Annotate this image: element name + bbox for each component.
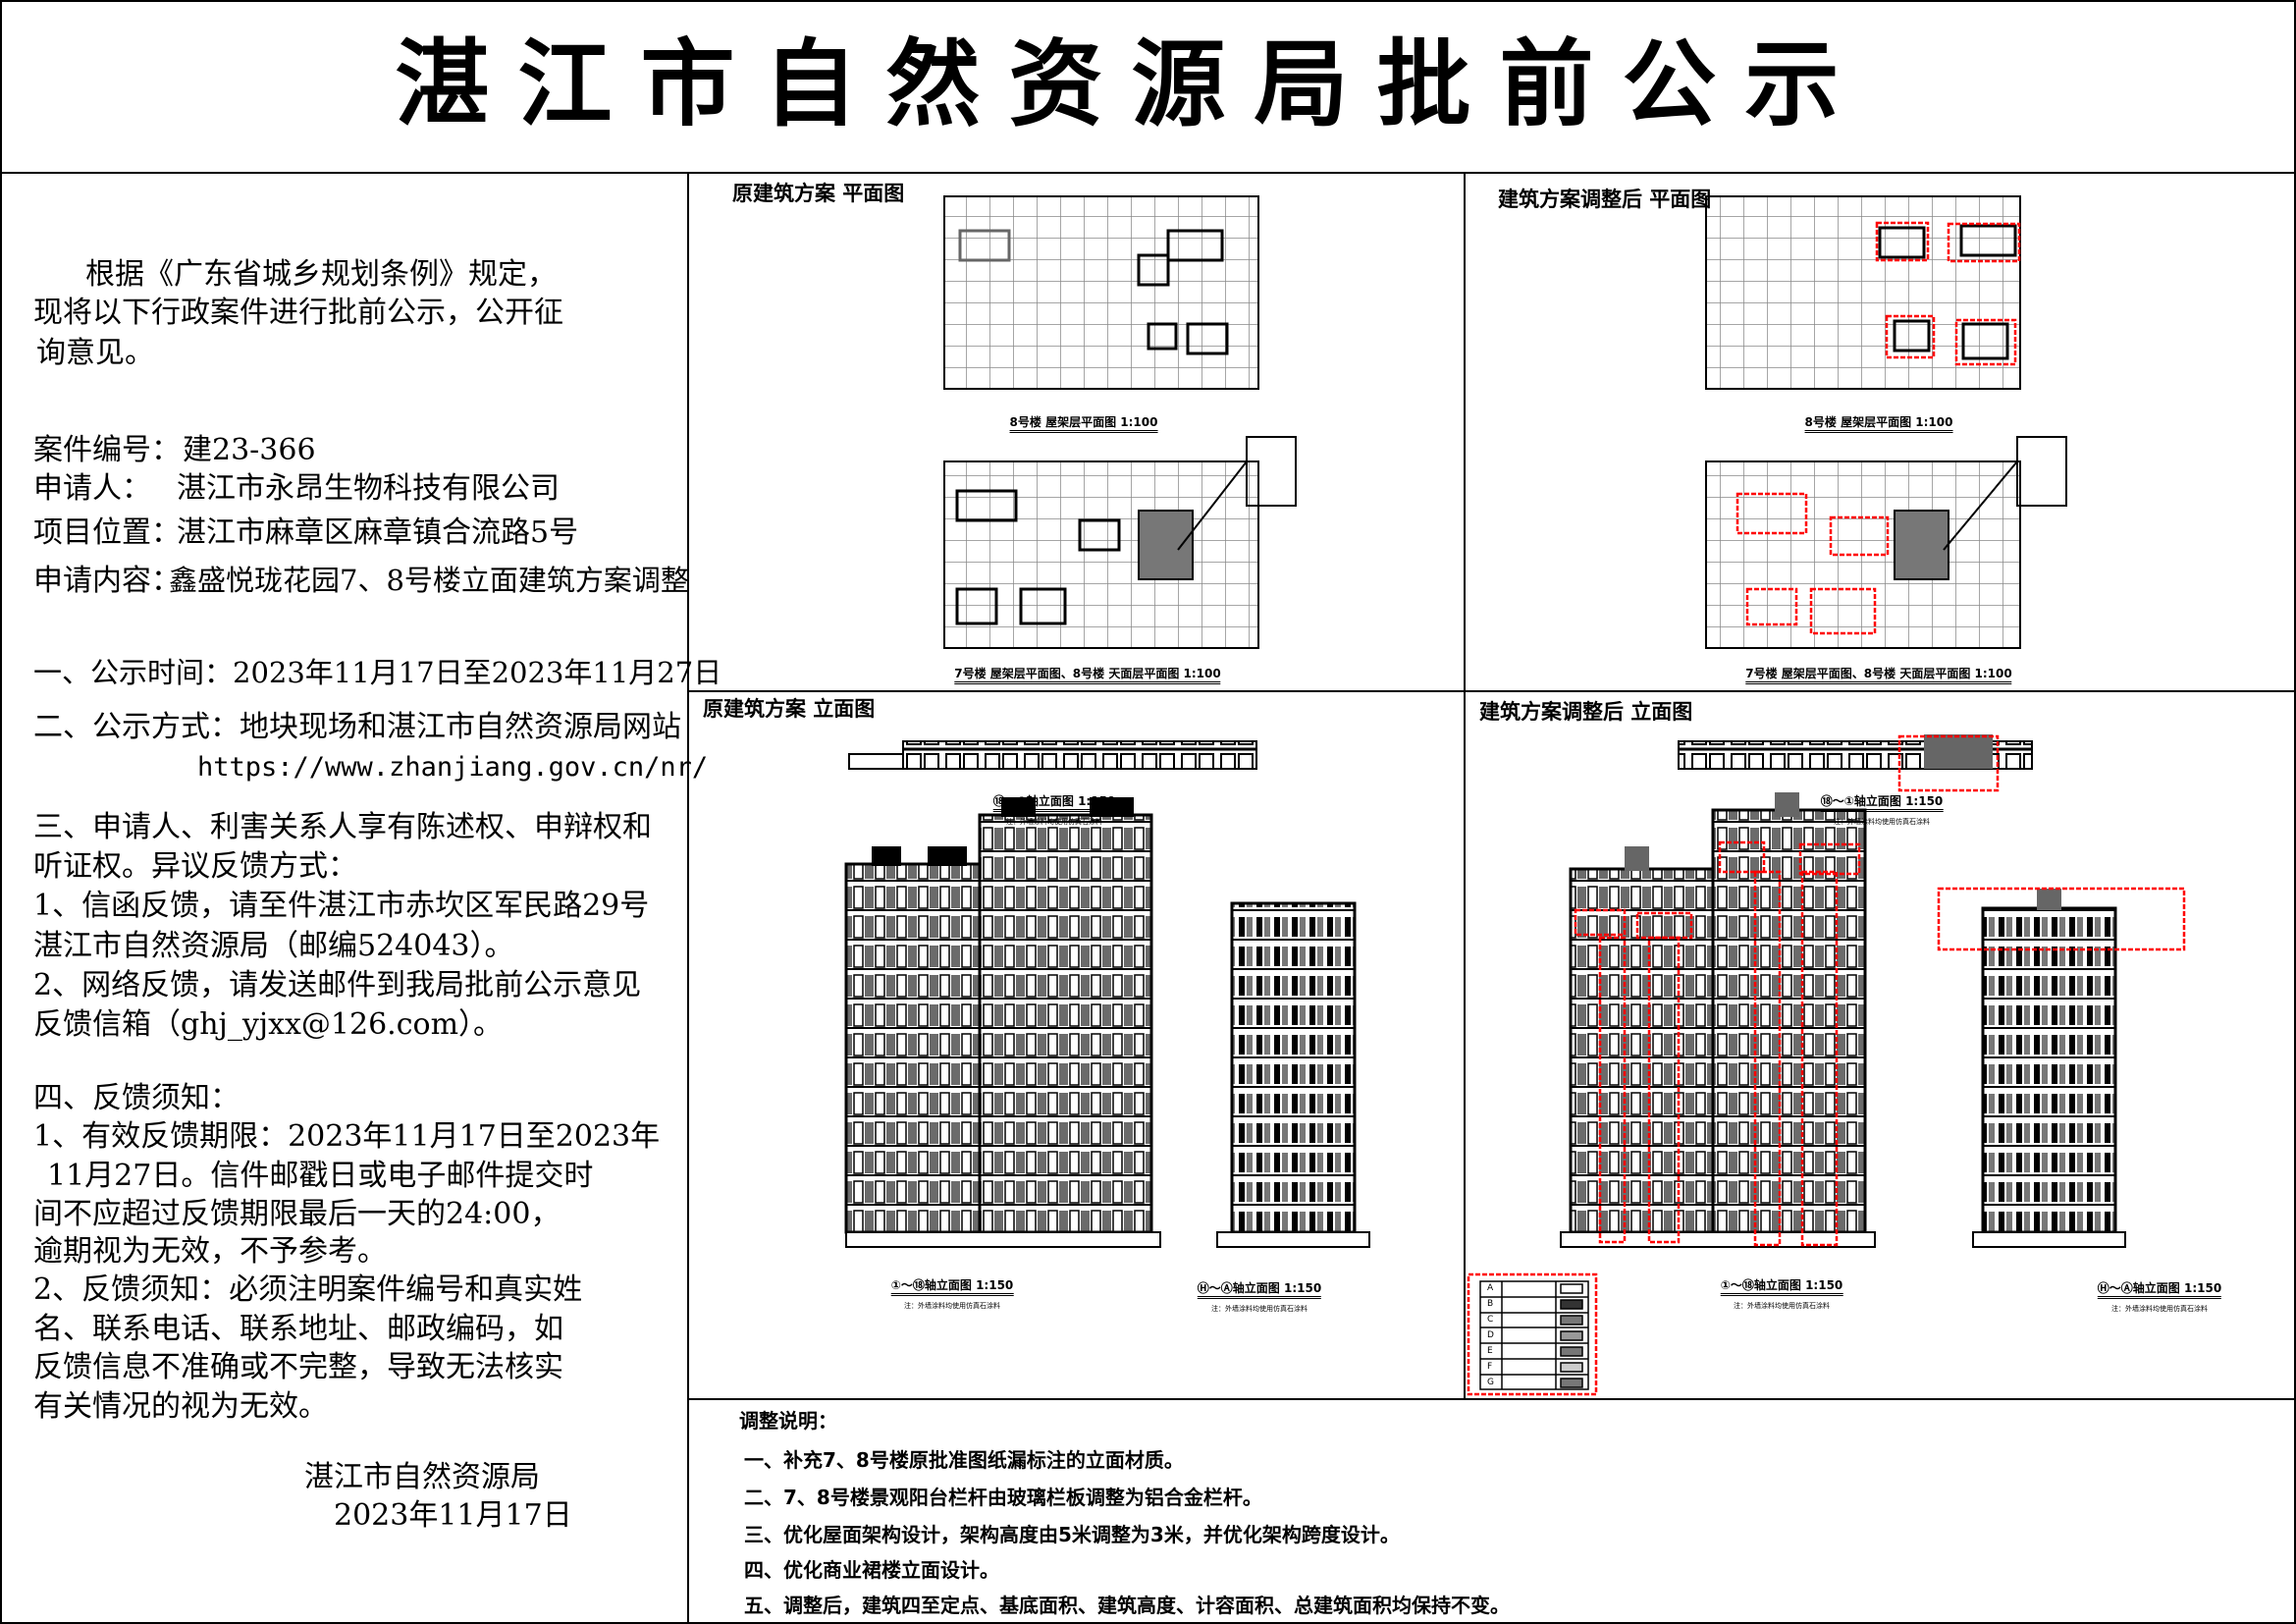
plan-caption: 8号楼 屋架层平面图 1:100 [1804, 416, 1953, 433]
notes-heading: 调整说明： [739, 1409, 837, 1433]
legend-label: B [1487, 1299, 1494, 1309]
location-label: 项目位置： [33, 515, 181, 550]
note-item: 五、调整后，建筑四至定点、基底面积、建筑高度、计容面积、总建筑面积均保持不变。 [744, 1594, 1510, 1617]
applicant-label: 申请人： [33, 471, 151, 506]
legend-label: C [1487, 1315, 1494, 1325]
plan-original-7 [943, 436, 1297, 649]
elevation-caption: ①～⑱轴立面图 1:150 [1720, 1279, 1843, 1296]
case-no-value: 建23-366 [183, 433, 316, 467]
plan-caption: 7号楼 屋架层平面图、8号楼 天面层平面图 1:100 [1745, 668, 2012, 684]
note-item: 一、补充7、8号楼原批准图纸漏标注的立面材质。 [744, 1448, 1184, 1472]
original-elevation-title: 原建筑方案 立面图 [703, 697, 876, 721]
elevation-caption: ⑱～①轴立面图 1:150 [1820, 795, 1944, 812]
highlight-boxes [1467, 221, 2186, 1396]
notice-line: 11月27日。信件邮戳日或电子邮件提交时 [47, 1159, 594, 1193]
website-link[interactable]: https://www.zhanjiang.gov.cn/nr/ [197, 752, 709, 783]
title-char: 前 [1499, 29, 1594, 139]
title-char: 自 [763, 29, 858, 139]
elevation-note: 注：外墙涂料均使用仿真石涂料 [1834, 818, 1930, 826]
notice-line: 有关情况的视为无效。 [33, 1389, 328, 1424]
note-item: 四、优化商业裙楼立面设计。 [744, 1558, 999, 1582]
elevation-note: 注：外墙涂料均使用仿真石涂料 [1211, 1305, 1308, 1313]
legend-label: A [1487, 1283, 1494, 1293]
plan-adjusted-7 [1705, 436, 2067, 649]
title-char: 示 [1744, 29, 1840, 139]
title-char: 公 [1622, 29, 1717, 139]
notice-line: 1、有效反馈期限：2023年11月17日至2023年 [33, 1119, 661, 1154]
note-item: 二、7、8号楼景观阳台栏杆由玻璃栏板调整为铝合金栏杆。 [744, 1486, 1262, 1509]
plan-caption: 8号楼 屋架层平面图 1:100 [1009, 416, 1158, 433]
plan-caption: 7号楼 屋架层平面图、8号楼 天面层平面图 1:100 [954, 668, 1221, 684]
rights-line: 2、网络反馈，请发送邮件到我局批前公示意见 [33, 968, 642, 1002]
signature-date: 2023年11月17日 [334, 1498, 572, 1533]
legend-label: G [1487, 1378, 1494, 1387]
notice-line: 四、反馈须知： [33, 1081, 240, 1115]
intro-line: 根据《广东省城乡规划条例》规定， [85, 257, 557, 292]
applicant-value: 湛江市永昂生物科技有限公司 [177, 471, 560, 506]
rights-line: 湛江市自然资源局（邮编524043）。 [33, 929, 514, 963]
title-char: 批 [1376, 29, 1471, 139]
notice-line: 逾期视为无效，不予参考。 [33, 1234, 387, 1269]
plan-original-8 [943, 195, 1259, 390]
publicity-method: 二、公示方式：地块现场和湛江市自然资源局网站 [33, 710, 681, 744]
content-label: 申请内容： [33, 564, 181, 598]
elevation-note: 注：外墙涂料均使用仿真石涂料 [904, 1302, 1000, 1310]
adjusted-elevation-title: 建筑方案调整后 立面图 [1479, 700, 1693, 724]
elevation-original [844, 740, 1370, 1248]
title-char: 局 [1254, 29, 1349, 139]
page-title: 湛 江 市 自 然 资 源 局 批 前 公 示 [381, 37, 1853, 132]
elevation-caption: Ⓗ～Ⓐ轴立面图 1:150 [1197, 1282, 1322, 1299]
case-no-label: 案件编号： [33, 433, 181, 467]
notice-line: 2、反馈须知：必须注明案件编号和真实姓 [33, 1272, 583, 1307]
legend-label: F [1487, 1362, 1493, 1372]
elevation-caption: Ⓗ～Ⓐ轴立面图 1:150 [2097, 1282, 2222, 1299]
adjusted-plan-title: 建筑方案调整后 平面图 [1498, 188, 1712, 211]
legend-label: D [1487, 1330, 1494, 1340]
title-char: 资 [1008, 29, 1103, 139]
title-char: 市 [640, 29, 735, 139]
feedback-email: 反馈信箱（ghj_yjxx@126.com）。 [33, 1007, 504, 1042]
rights-line: 三、申请人、利害关系人享有陈述权、申辩权和 [33, 810, 652, 844]
location-value: 湛江市麻章区麻章镇合流路5号 [177, 515, 579, 550]
elevation-caption: ①～⑱轴立面图 1:150 [890, 1279, 1014, 1296]
title-char: 江 [517, 29, 613, 139]
signature-agency: 湛江市自然资源局 [304, 1460, 540, 1494]
intro-line: 询意见。 [36, 336, 154, 370]
notice-line: 反馈信息不准确或不完整，导致无法核实 [33, 1350, 563, 1384]
plan-adjusted-8 [1705, 195, 2021, 390]
title-char: 源 [1131, 29, 1226, 139]
title-char: 湛 [395, 29, 490, 139]
elevation-note: 注：外墙涂料均使用仿真石涂料 [1734, 1302, 1830, 1310]
elevation-adjusted [1560, 734, 2126, 1248]
elevation-caption: ⑱～①轴立面图 1:150 [992, 795, 1116, 812]
notice-line: 名、联系电话、联系地址、邮政编码，如 [33, 1312, 563, 1346]
title-char: 然 [885, 29, 981, 139]
publicity-period: 一、公示时间：2023年11月17日至2023年11月27日 [33, 656, 722, 689]
material-legend [1479, 1280, 1589, 1390]
notice-line: 间不应超过反馈期限最后一天的24:00， [33, 1197, 561, 1231]
original-plan-title: 原建筑方案 平面图 [732, 182, 905, 205]
intro-line: 现将以下行政案件进行批前公示，公开征 [33, 296, 563, 330]
legend-label: E [1487, 1346, 1493, 1356]
elevation-note: 注：外墙涂料均使用仿真石涂料 [2111, 1305, 2208, 1313]
note-item: 三、优化屋面架构设计，架构高度由5米调整为3米，并优化架构跨度设计。 [744, 1523, 1400, 1546]
rights-line: 听证权。异议反馈方式： [33, 849, 357, 884]
content-value: 鑫盛悦珑花园7、8号楼立面建筑方案调整 [169, 564, 689, 597]
elevation-note: 注：外墙涂料均使用仿真石涂料 [1006, 818, 1102, 826]
rights-line: 1、信函反馈，请至件湛江市赤坎区军民路29号 [33, 889, 650, 923]
